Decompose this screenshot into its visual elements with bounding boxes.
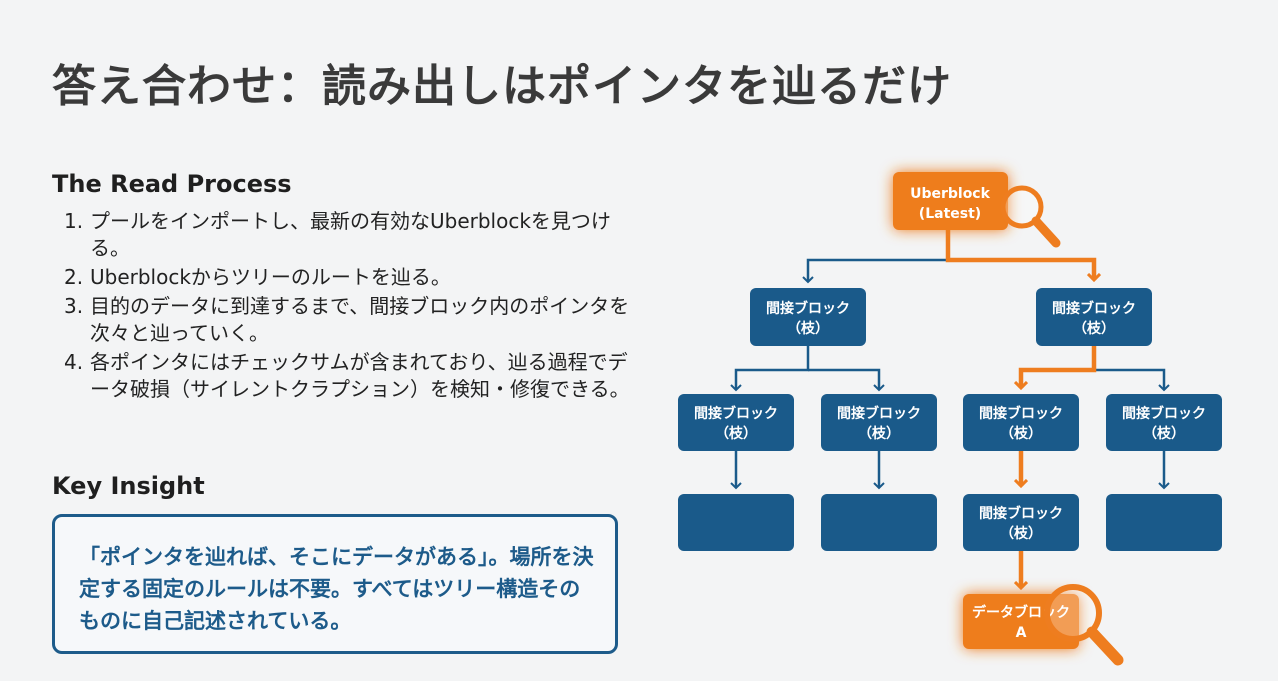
list-item: 1.プールをインポートし、最新の有効なUberblockを見つける。 — [64, 208, 634, 262]
node-label: 間接ブロック — [979, 405, 1063, 422]
data-block-label-2: A — [1016, 625, 1027, 641]
indirect-block-node: 間接ブロック （枝） — [1036, 288, 1152, 346]
page-title: 答え合わせ：読み出しはポインタを辿るだけ — [52, 61, 952, 112]
key-insight-heading: Key Insight — [52, 472, 205, 500]
node-label: （枝） — [1073, 320, 1115, 337]
read-process-steps: 1.プールをインポートし、最新の有効なUberblockを見つける。 2.Ube… — [64, 208, 634, 405]
node-label: （枝） — [1000, 425, 1042, 442]
node-label: （枝） — [1000, 525, 1042, 542]
node-label: 間接ブロック — [694, 405, 778, 422]
node-label: 間接ブロック — [766, 300, 850, 317]
block-node — [678, 494, 794, 551]
block-node — [821, 494, 937, 551]
list-item: 4.各ポインタにはチェックサムが含まれており、辿る過程でデータ破損（サイレントク… — [64, 349, 634, 403]
step-text: プールをインポートし、最新の有効なUberblockを見つける。 — [90, 209, 611, 260]
indirect-block-node: 間接ブロック （枝） — [963, 394, 1079, 451]
node-label: （枝） — [858, 425, 900, 442]
step-number: 1. — [64, 209, 84, 233]
list-item: 3.目的のデータに到達するまで、間接ブロック内のポインタを次々と辿っていく。 — [64, 293, 634, 347]
indirect-block-node: 間接ブロック （枝） — [750, 288, 866, 346]
node-label: 間接ブロック — [837, 405, 921, 422]
key-insight-text: 「ポインタを辿れば、そこにデータがある」。場所を決定する固定のルールは不要。すべ… — [79, 545, 594, 633]
uberblock-label-2: (Latest) — [919, 206, 981, 222]
block-node — [1106, 494, 1222, 551]
indirect-block-node: 間接ブロック （枝） — [678, 394, 794, 451]
uberblock-label-1: Uberblock — [910, 186, 991, 202]
step-number: 2. — [64, 265, 84, 289]
node-label: （枝） — [787, 320, 829, 337]
node-label: 間接ブロック — [1122, 405, 1206, 422]
step-text: Uberblockからツリーのルートを辿る。 — [90, 265, 451, 289]
magnifier-icon — [1044, 584, 1124, 666]
highlight-path — [945, 230, 1094, 588]
step-text: 各ポインタにはチェックサムが含まれており、辿る過程でデータ破損（サイレントクラプ… — [90, 350, 630, 401]
indirect-block-node: 間接ブロック （枝） — [963, 494, 1079, 551]
key-insight-box: 「ポインタを辿れば、そこにデータがある」。場所を決定する固定のルールは不要。すべ… — [52, 514, 618, 654]
tree-connectors — [730, 258, 1170, 490]
node-label: （枝） — [1143, 425, 1185, 442]
step-text: 目的のデータに到達するまで、間接ブロック内のポインタを次々と辿っていく。 — [90, 294, 630, 345]
node-label: 間接ブロック — [1052, 300, 1136, 317]
indirect-block-node: 間接ブロック （枝） — [1106, 394, 1222, 451]
step-number: 4. — [64, 350, 84, 374]
read-process-heading: The Read Process — [52, 170, 292, 198]
magnifier-icon — [1000, 185, 1061, 248]
node-label: （枝） — [715, 425, 757, 442]
list-item: 2.Uberblockからツリーのルートを辿る。 — [64, 264, 634, 291]
node-label: 間接ブロック — [979, 505, 1063, 522]
uberblock-node: Uberblock (Latest) — [893, 172, 1008, 230]
indirect-block-node: 間接ブロック （枝） — [821, 394, 937, 451]
step-number: 3. — [64, 294, 84, 318]
